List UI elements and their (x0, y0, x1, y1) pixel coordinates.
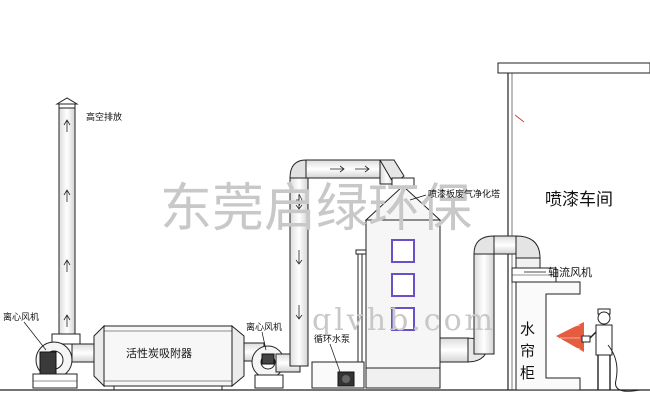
label-centrifugal-fan-2: 离心风机 (246, 321, 282, 333)
leader-fan-1 (23, 321, 47, 351)
tower-window-2 (391, 273, 415, 297)
duct-tower-to-booth (439, 235, 541, 363)
label-carbon-adsorber: 活性炭吸附器 (126, 346, 192, 360)
leader-pump (329, 343, 341, 373)
label-axial-fan: 轴流风机 (548, 265, 592, 279)
tower-window-3 (391, 307, 415, 331)
duct-fan1-adsorber (71, 343, 95, 363)
spray-cone (556, 322, 584, 352)
water-curtain-booth (515, 281, 581, 391)
label-centrifugal-fan-1: 离心风机 (3, 311, 39, 323)
centrifugal-fan-1 (32, 333, 81, 389)
paint-workshop-building (497, 62, 650, 390)
watermark-company: 东莞启绿环保 (160, 179, 472, 239)
circulation-pump (311, 361, 365, 389)
label-water-curtain-1: 水 (520, 320, 535, 338)
label-water-curtain-2: 帘 (520, 342, 535, 360)
painter-worker (581, 308, 641, 392)
leader-tower (409, 194, 427, 201)
axial-fan (511, 267, 557, 283)
tower-window-1 (391, 239, 415, 263)
label-circulation-pump: 循环水泵 (314, 333, 350, 345)
carbon-adsorber (93, 324, 245, 390)
label-workshop: 喷漆车间 (545, 190, 613, 210)
watermark-url: qlvhb.com (312, 303, 496, 338)
leader-fan-2 (261, 331, 267, 351)
label-spray-tower: 喷漆板废气净化塔 (428, 188, 500, 200)
exhaust-stack (55, 97, 79, 341)
duct-fan2-to-tower (275, 159, 405, 373)
label-water-curtain-3: 柜 (520, 364, 535, 382)
label-stack: 高空排放 (86, 111, 122, 123)
